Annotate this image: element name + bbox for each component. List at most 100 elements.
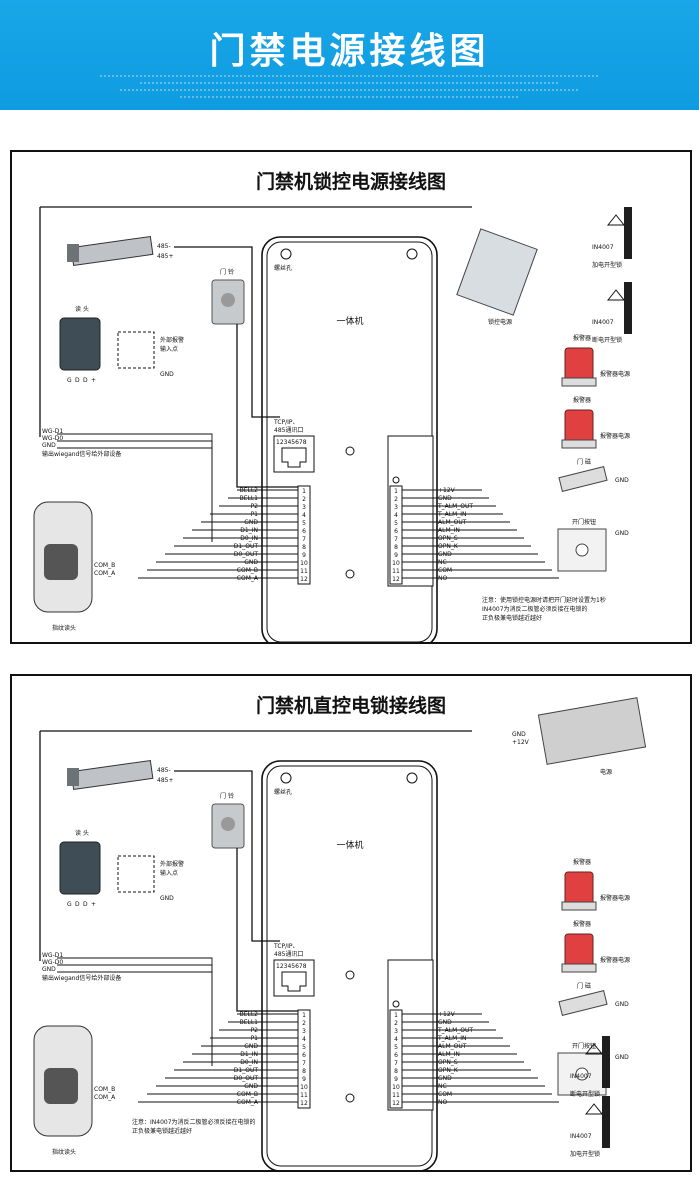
port-pins: 12345678 (276, 963, 307, 970)
power-to-lock-diode-label: IN4007 (592, 319, 614, 326)
alarm-2-power-label: 报警器电源 (600, 956, 630, 964)
power-to-lock-label: 断电开型锁 (570, 1090, 600, 1098)
alarm-2-icon (564, 409, 594, 445)
rj45-port (273, 959, 315, 997)
pin-number: 10 (300, 1084, 308, 1091)
left-pin-label: BELL2 (240, 1011, 259, 1018)
rs485-converter (70, 759, 154, 791)
wiegand-label: GND (42, 966, 56, 973)
power-to-lock-diode-icon (606, 289, 626, 301)
screw-hole-right (406, 772, 418, 784)
mount-hole-bottom (345, 1093, 355, 1103)
alarm-1-icon (564, 871, 594, 907)
port-pins: 12345678 (276, 439, 307, 446)
left-pin-label: D0_IN (240, 1059, 258, 1066)
pin-number: 9 (394, 552, 398, 559)
right-pin-label: T_ALM_IN (437, 1035, 467, 1042)
power-to-open-lock-diode-label: IN4007 (592, 244, 614, 251)
power-to-open-lock-diode-label: IN4007 (570, 1133, 592, 1140)
rj45-socket (281, 447, 307, 468)
reader-pin: + (91, 901, 96, 908)
lock-power-label: 锁控电源 (488, 318, 512, 326)
power-to-open-lock-bar (624, 207, 632, 259)
psu-12v: +12V (512, 739, 530, 746)
pin-number: 10 (300, 560, 308, 567)
left-pin-label: COM_A (237, 575, 259, 582)
wiegand-wire (57, 447, 213, 542)
alarm-input-label-2: 输入点 (160, 345, 178, 353)
reader-pin: D (83, 377, 88, 384)
alarm-1-base (561, 901, 597, 911)
alarm-2-icon (564, 933, 594, 969)
db9-connector (67, 768, 79, 786)
right-pin-label: +12V (438, 487, 456, 494)
pin-number: 9 (302, 552, 306, 559)
reader-pin: G (67, 377, 72, 384)
pin-number: 4 (302, 512, 306, 519)
right-pin-label: GND (438, 495, 452, 502)
controller-label: 一体机 (336, 839, 363, 851)
right-pin-label: OPN_K (438, 1067, 459, 1074)
wiegand-label: WG-D1 (42, 428, 63, 435)
power-supply-icon (537, 697, 647, 765)
note-line: IN4007为消反二极管必须反接在电锁的 (482, 605, 588, 613)
fingerprint-label: 指纹读头 (52, 1148, 76, 1156)
diagram-body: 门禁机锁控电源接线图螺丝孔一体机TCP/IP、485通讯口123456781BE… (33, 170, 632, 642)
rs485-wire (174, 246, 280, 418)
pin-number: 3 (394, 1028, 398, 1035)
wiegand-label: WG-D0 (42, 435, 63, 442)
note-line: 注意：使用锁控电源时请把开门延时设置为1秒 (482, 596, 606, 604)
left-pin-label: P2 (251, 1027, 259, 1034)
bell-wire (236, 324, 298, 488)
pin-number: 1 (302, 488, 306, 495)
reader-pin: D (75, 377, 80, 384)
right-pin-label: ALM_IN (438, 527, 460, 534)
left-pin-label: GND (244, 1043, 258, 1050)
screw-hole-left (280, 772, 292, 784)
db9-connector (67, 244, 79, 262)
pin-number: 4 (302, 1036, 306, 1043)
left-pin-label: COM_B (237, 1091, 258, 1098)
converter: 485-485+ (67, 759, 280, 942)
tcp-label: TCP/IP、 (273, 419, 299, 426)
diagram-title: 门禁机锁控电源接线图 (256, 170, 446, 193)
right-pin-label: GND (438, 551, 452, 558)
right-pin-label: ALM_IN (438, 1051, 460, 1058)
door-magnet-icon (558, 990, 608, 1016)
screw-hole-right (406, 248, 418, 260)
converter-label-pos: 485+ (157, 777, 173, 784)
wiegand-label: GND (42, 442, 56, 449)
pin-number: 7 (394, 536, 398, 543)
button-icon (575, 1067, 589, 1081)
pin-number: 12 (300, 576, 308, 583)
rs485-wire (174, 770, 280, 942)
gnd-label: GND (160, 895, 174, 902)
pin-number: 3 (302, 504, 306, 511)
pin-number: 6 (394, 528, 398, 535)
alarm-1-power-label: 报警器电源 (600, 894, 630, 902)
right-pin-label: +12V (438, 1011, 456, 1018)
right-pin-label: COM (438, 567, 452, 574)
alarm-2-base (561, 963, 597, 973)
doorbell: 门 铃 (211, 268, 298, 488)
com-a-label: COM_A (94, 570, 116, 577)
left-pin-label: BELL1 (240, 1019, 259, 1026)
pin-number: 8 (302, 544, 306, 551)
pin-number: 4 (394, 512, 398, 519)
fingerprint-sensor (44, 1068, 78, 1104)
converter-label-neg: 485- (157, 243, 171, 250)
pin-number: 11 (392, 1092, 400, 1099)
banner-decoration (100, 75, 600, 98)
terminal-right (389, 1009, 403, 1109)
pin-number: 9 (394, 1076, 398, 1083)
magnet-label: 门 磁 (577, 458, 591, 466)
left-pin-label: P1 (251, 511, 259, 518)
button-gnd: GND (615, 530, 629, 537)
com-b-label: COM_B (94, 562, 115, 569)
